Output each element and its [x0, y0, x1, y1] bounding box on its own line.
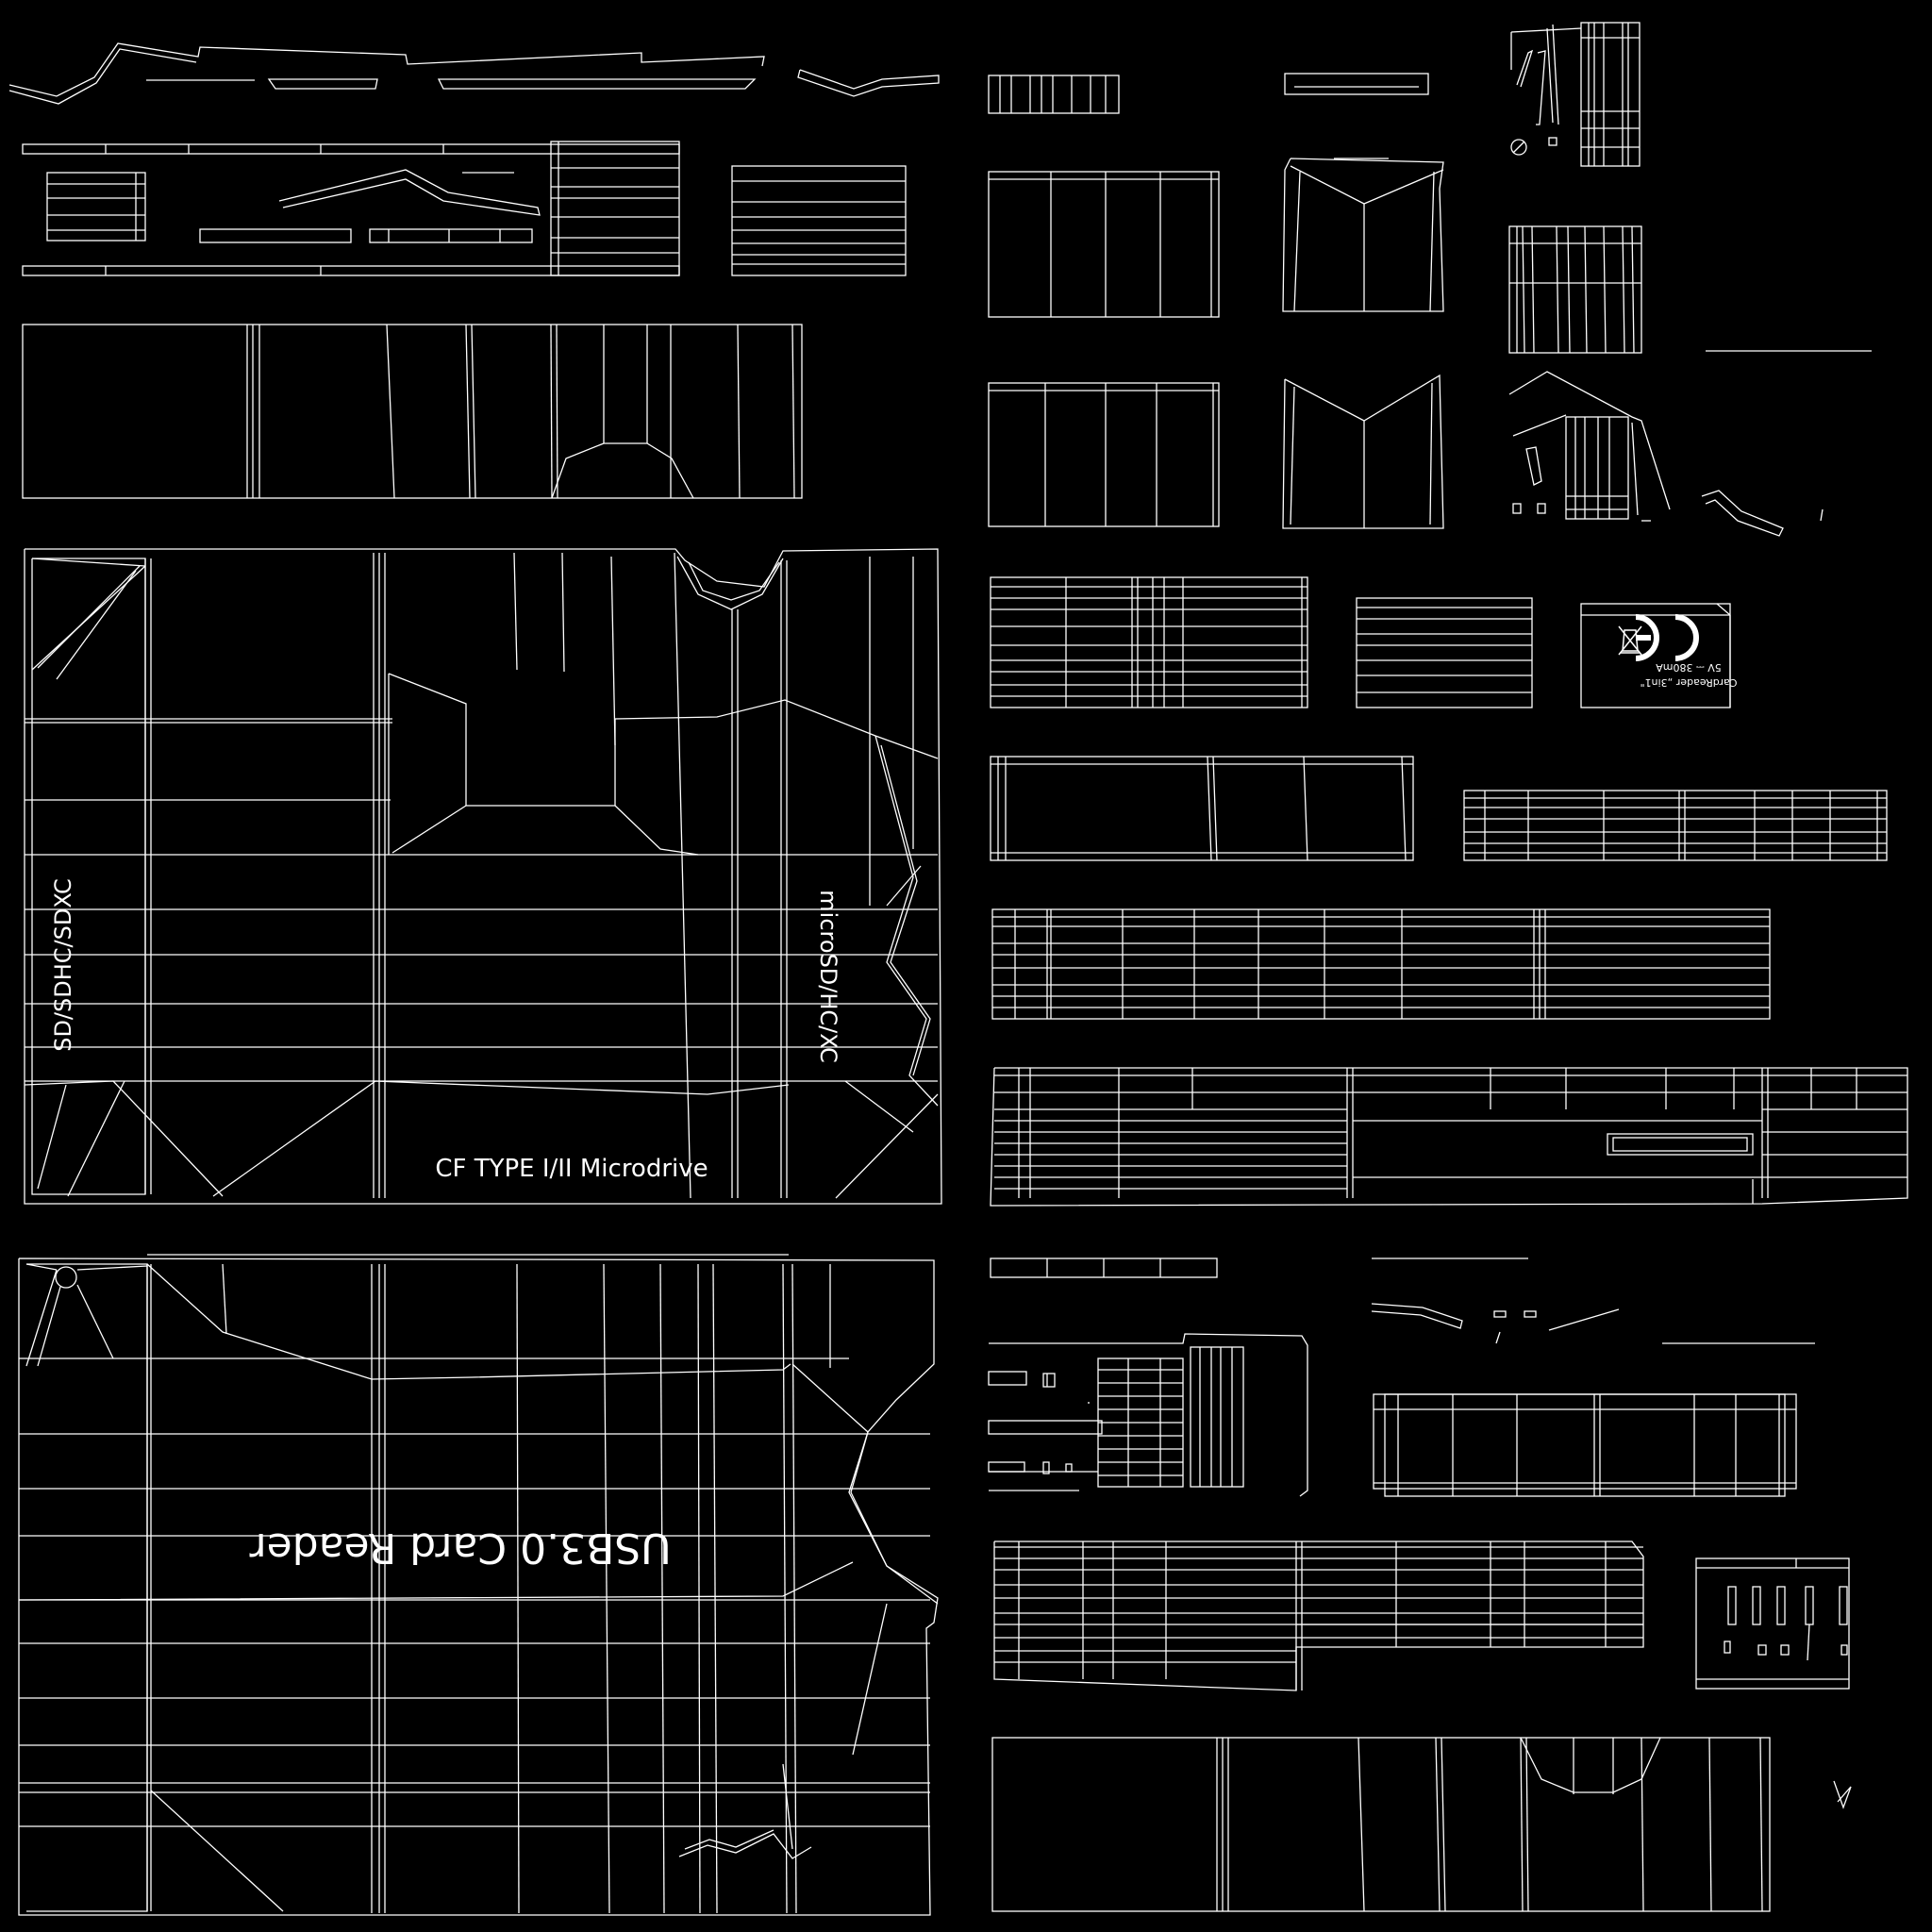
uv-island-right-small [988, 22, 1872, 537]
uv-island-right-strips [990, 576, 1908, 1207]
weee-bin-icon [1618, 625, 1642, 656]
uv-island-slot-panel [24, 548, 942, 1205]
cf-slot-label: CF TYPE I/II Microdrive [435, 1155, 708, 1183]
usb-card-reader-title: USB3.0 Card Reader [249, 1524, 672, 1572]
sticker-current-text: 5V ⎓ 380mA [1656, 661, 1722, 674]
uv-island-panel-a [22, 141, 680, 276]
uv-island-top-cover [18, 1254, 939, 1916]
microsd-slot-label: microSD/HC/XC [815, 890, 841, 1062]
uv-island-long-box [22, 324, 803, 499]
uv-island-panel-b [731, 165, 907, 276]
ce-mark-icon [1635, 614, 1699, 661]
uv-island-top-strip [8, 42, 940, 105]
sticker-title-text: CardReader „3in1" [1641, 676, 1738, 689]
uv-island-rating-sticker: 5V ⎓ 380mA CardReader „3in1" [1580, 603, 1738, 708]
sd-slot-label: SD/SDHC/SDXC [50, 878, 76, 1052]
uv-island-right-lower [988, 1257, 1852, 1912]
